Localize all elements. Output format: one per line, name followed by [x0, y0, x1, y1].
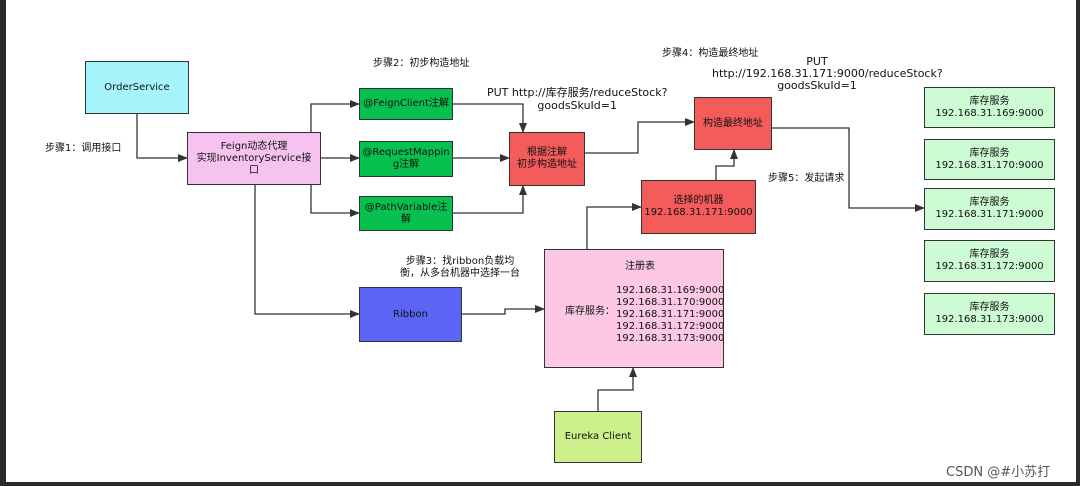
registry-item: 192.168.31.171:9000	[616, 309, 725, 320]
node-eureka-client: Eureka Client	[554, 411, 642, 463]
window-edge-right	[1076, 0, 1080, 486]
node-build-initial-address: 根据注解 初步构造地址	[509, 132, 585, 186]
edge-eureka-to-registry	[597, 367, 637, 411]
registry-item: 192.168.31.173:9000	[616, 333, 725, 344]
registry-item: 192.168.31.170:9000	[616, 297, 725, 308]
registry-item: 192.168.31.169:9000	[616, 285, 725, 296]
node-build-final-address: 构造最终地址	[694, 97, 772, 150]
node-request-mapping-annotation: @RequestMappin g注解	[359, 141, 453, 177]
edge-registry-to-machine	[586, 203, 642, 249]
label-put-initial: PUT http://库存服务/reduceStock? goodsSkuId=…	[487, 86, 668, 112]
inventory-service-171: 库存服务 192.168.31.171:9000	[924, 188, 1055, 230]
edge-feignclient-to-build	[453, 103, 527, 133]
inventory-service-173: 库存服务 192.168.31.173:9000	[924, 293, 1055, 335]
edge-final-to-inventory-171	[772, 127, 925, 212]
edge-order-to-feign	[136, 114, 188, 162]
node-feign-proxy: Feign动态代理 实现InventoryService接 口	[187, 132, 321, 185]
edge-build-to-final	[585, 118, 695, 154]
inventory-service-169: 库存服务 192.168.31.169:9000	[924, 87, 1055, 128]
inventory-service-172: 库存服务 192.168.31.172:9000	[924, 240, 1055, 282]
registry-item: 192.168.31.172:9000	[616, 321, 725, 332]
registry-title: 注册表	[625, 261, 655, 272]
edge-feign-to-pathvariable	[310, 184, 360, 217]
edge-feign-to-ribbon	[254, 184, 360, 318]
node-path-variable-annotation: @PathVariable注 解	[359, 196, 453, 231]
node-ribbon: Ribbon	[359, 287, 462, 342]
label-step2: 步骤2：初步构造地址	[373, 58, 470, 69]
inventory-service-170: 库存服务 192.168.31.170:9000	[924, 139, 1055, 180]
edge-pathvariable-to-build	[453, 185, 527, 214]
label-step4: 步骤4：构造最终地址	[662, 48, 759, 59]
watermark: CSDN @#小苏打	[946, 465, 1051, 480]
label-step1: 步骤1：调用接口	[45, 143, 122, 154]
node-order-service: OrderService	[85, 61, 189, 114]
node-chosen-machine: 选择的机器 192.168.31.171:9000	[641, 180, 756, 234]
node-feign-client-annotation: @FeignClient注解	[359, 88, 453, 120]
edge-feign-to-feignclient	[310, 100, 360, 132]
label-step5: 步骤5：发起请求	[768, 173, 845, 184]
registry-items: 192.168.31.169:9000 192.168.31.170:9000 …	[616, 285, 724, 345]
edge-machine-to-final	[715, 149, 738, 180]
registry-label: 库存服务：	[565, 306, 615, 317]
label-step3: 步骤3：找ribbon负载均 衡，从多台机器中选择一台	[400, 256, 520, 279]
label-put-final: PUT http://192.168.31.171:9000/reduceSto…	[712, 55, 943, 92]
window-edge-left	[0, 0, 6, 486]
window-edge-bottom	[0, 482, 1080, 486]
node-registry: 注册表 库存服务： 192.168.31.169:9000 192.168.31…	[544, 249, 724, 368]
edge-ribbon-to-registry	[462, 305, 545, 315]
